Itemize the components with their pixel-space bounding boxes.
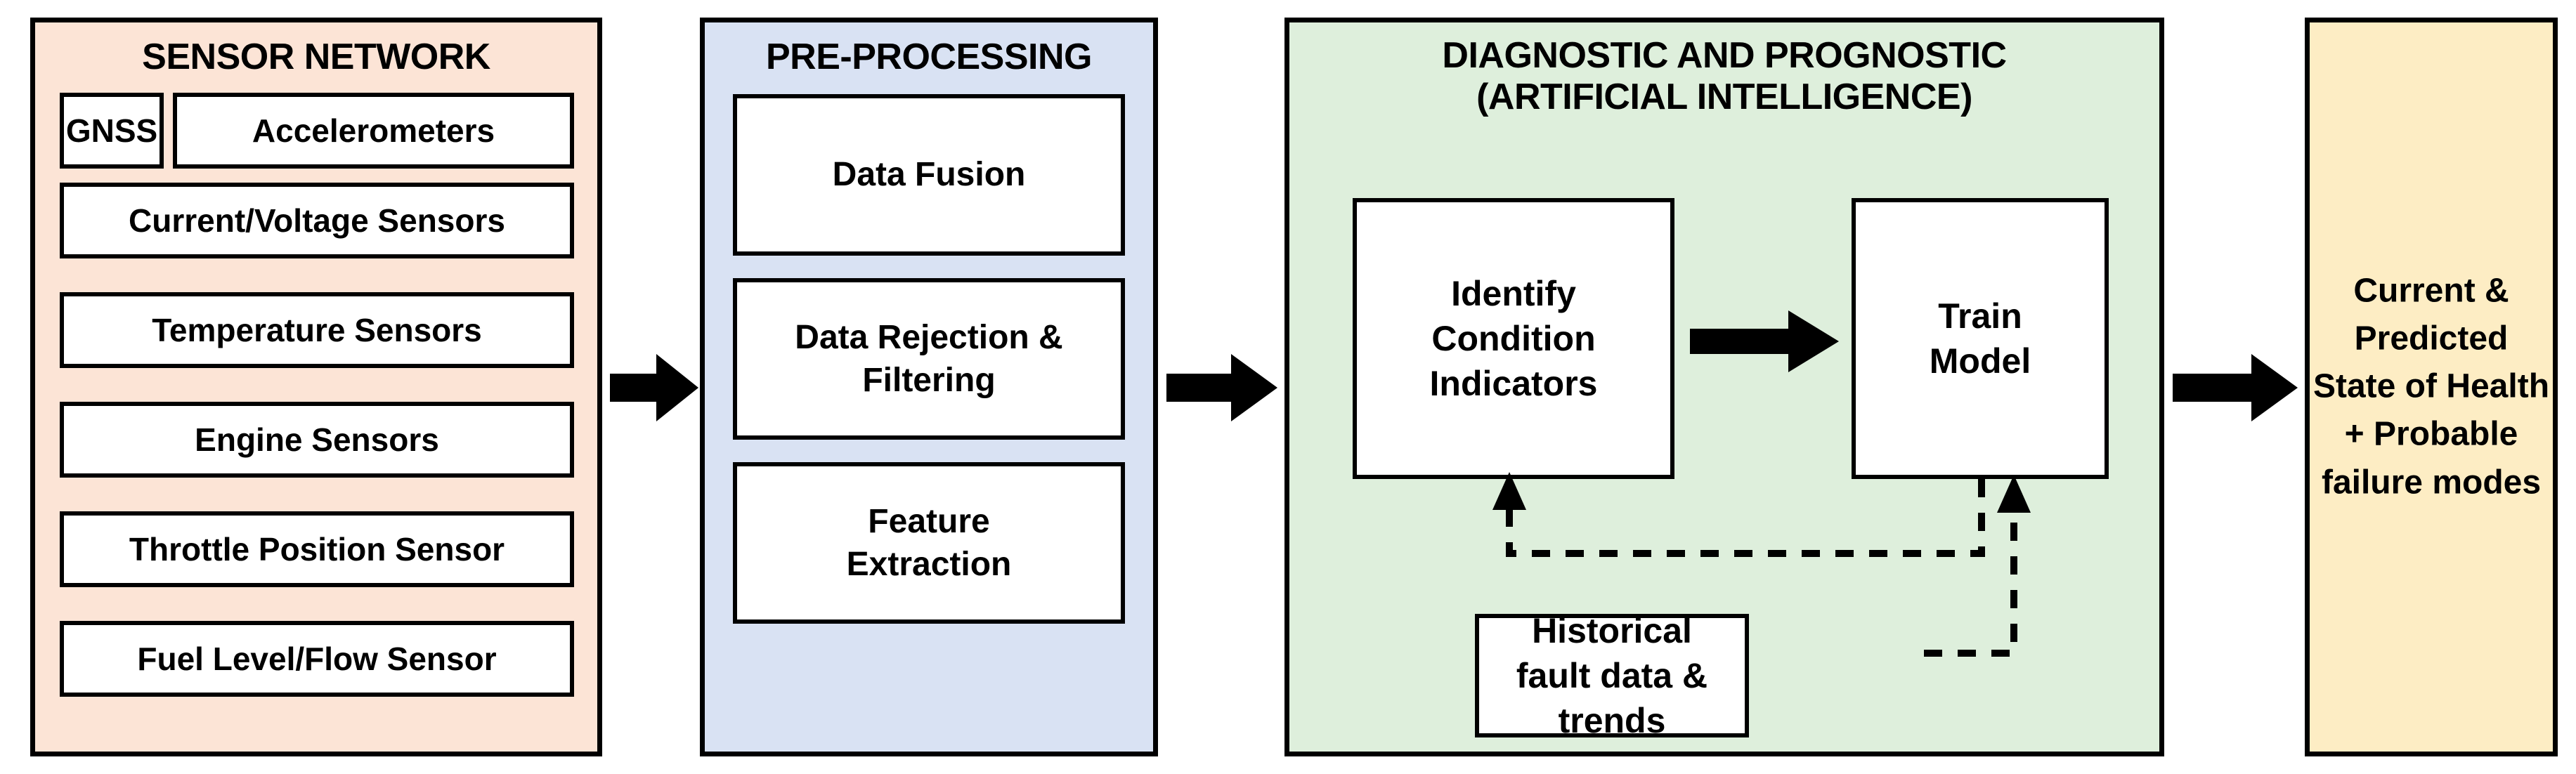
preprocessing-item-data-fusion: Data Fusion (733, 94, 1125, 256)
panel-preprocessing: PRE-PROCESSING Data Fusion Data Rejectio… (700, 18, 1158, 756)
diagnostic-box-identify-condition-indicators: Identify Condition Indicators (1353, 198, 1674, 479)
sensor-item-temperature-sensors: Temperature Sensors (60, 292, 574, 368)
panel-sensor-network-title: SENSOR NETWORK (142, 37, 490, 77)
sensor-item-label: Current/Voltage Sensors (129, 202, 505, 239)
panel-diagnostic-title-line2: (ARTIFICIAL INTELLIGENCE) (1476, 76, 1972, 117)
preprocessing-item-label: Data Fusion (832, 156, 1026, 194)
output-text: Current & Predicted State of Health + Pr… (2312, 272, 2550, 501)
sensor-item-label: Fuel Level/Flow Sensor (137, 640, 497, 677)
panel-output-state-of-health: Current & Predicted State of Health + Pr… (2305, 18, 2558, 756)
preprocessing-item-label: Data Rejection & Filtering (795, 318, 1063, 399)
diagnostic-box-label: Train Model (1929, 296, 2031, 381)
panel-sensor-network: SENSOR NETWORK GNSS Accelerometers Curre… (30, 18, 602, 756)
arrow-sensor-to-preprocessing (610, 354, 698, 421)
arrow-diagnostic-to-output (2173, 354, 2298, 421)
sensor-item-accelerometers: Accelerometers (173, 93, 574, 169)
diagnostic-box-historical-fault-data: Historical fault data & trends (1475, 611, 1749, 740)
preprocessing-item-label: Feature Extraction (846, 502, 1012, 583)
diagnostic-box-label: Historical fault data & trends (1516, 611, 1708, 740)
sensor-item-throttle-position-sensor: Throttle Position Sensor (60, 511, 574, 587)
sensor-item-label: GNSS (65, 112, 158, 149)
panel-preprocessing-title: PRE-PROCESSING (766, 37, 1092, 77)
sensor-item-fuel-level-flow-sensor: Fuel Level/Flow Sensor (60, 621, 574, 697)
diagnostic-box-label: Identify Condition Indicators (1429, 274, 1598, 403)
sensor-item-label: Temperature Sensors (152, 311, 482, 348)
sensor-item-engine-sensors: Engine Sensors (60, 402, 574, 478)
panel-diagnostic-title-line1: DIAGNOSTIC AND PROGNOSTIC (1442, 35, 2007, 76)
preprocessing-item-feature-extraction: Feature Extraction (733, 462, 1125, 624)
arrow-preprocessing-to-diagnostic (1166, 354, 1277, 421)
sensor-item-label: Engine Sensors (195, 421, 439, 458)
preprocessing-item-data-rejection-filtering: Data Rejection & Filtering (733, 278, 1125, 440)
arrow-identify-to-train (1690, 310, 1839, 372)
sensor-item-label: Accelerometers (252, 112, 495, 149)
sensor-item-label: Throttle Position Sensor (129, 530, 505, 568)
diagnostic-box-train-model: Train Model (1852, 198, 2109, 479)
panel-diagnostic-prognostic: DIAGNOSTIC AND PROGNOSTIC (ARTIFICIAL IN… (1284, 18, 2164, 756)
sensor-item-gnss: GNSS (60, 93, 164, 169)
sensor-item-current-voltage-sensors: Current/Voltage Sensors (60, 183, 574, 258)
